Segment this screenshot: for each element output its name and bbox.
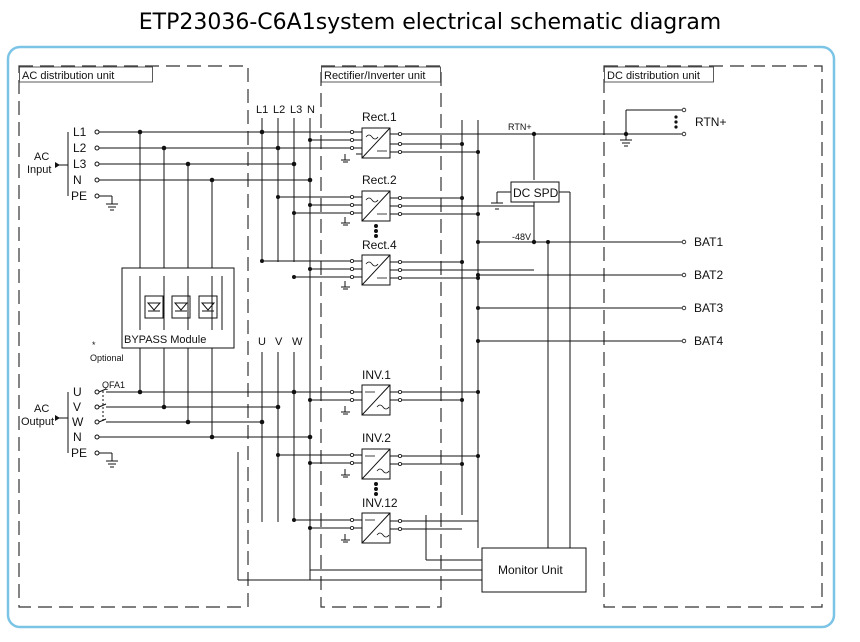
rect-4-label: Rect.4 xyxy=(362,238,397,252)
rtn-output-label: RTN+ xyxy=(695,115,726,129)
ac-output-label-2: Output xyxy=(21,416,54,428)
dc-spd-box xyxy=(510,181,560,203)
bus-label-u: U xyxy=(258,336,266,348)
dc-distribution-unit-label: DC distribution unit xyxy=(607,70,700,82)
ac-input-pe: PE xyxy=(71,189,87,203)
bus-label-l2: L2 xyxy=(273,104,285,116)
bypass-optional-note: Optional xyxy=(90,353,124,363)
ac-distribution-unit-label: AC distribution unit xyxy=(22,70,114,82)
bat2-label: BAT2 xyxy=(694,268,723,282)
ac-distribution-box xyxy=(18,65,249,608)
dc-distribution-box xyxy=(603,65,823,608)
rectifier-4: Rect.4 xyxy=(361,238,397,286)
rtn-bus-tag: RTN+ xyxy=(508,122,532,132)
inv-12-label: INV.12 xyxy=(362,496,398,510)
ac-output-n: N xyxy=(73,430,82,444)
dc-spd-label: DC SPD xyxy=(513,186,559,200)
ac-output-pe: PE xyxy=(71,446,87,460)
ac-input-l3: L3 xyxy=(73,157,87,171)
outer-frame xyxy=(6,45,836,629)
rect-1-label: Rect.1 xyxy=(362,110,397,124)
bus-label-l1: L1 xyxy=(256,104,268,116)
rectifier-inverter-box xyxy=(320,65,442,608)
ac-input-label-2: Input xyxy=(27,164,51,176)
ac-input-n: N xyxy=(73,173,82,187)
bus-label-l3: L3 xyxy=(290,104,302,116)
inverter-2: INV.2 xyxy=(361,431,391,480)
inv-1-label: INV.1 xyxy=(362,368,391,382)
bypass-module-label: BYPASS Module xyxy=(124,334,206,346)
breaker-qfa1: QFA1 xyxy=(102,380,125,390)
ac-output-w: W xyxy=(72,415,84,429)
page-title: ETP23036-C6A1system electrical schematic… xyxy=(138,10,722,35)
ac-input-l2: L2 xyxy=(73,141,87,155)
inv-2-label: INV.2 xyxy=(362,431,391,445)
ac-input-label-1: AC xyxy=(34,151,49,163)
ac-output-u: U xyxy=(73,385,82,399)
monitor-unit-box xyxy=(481,547,587,593)
bypass-note-mark: * xyxy=(92,340,96,350)
rectifier-2: Rect.2 xyxy=(361,173,397,222)
ac-output-terminal-labels: U V W N PE xyxy=(71,385,87,460)
ac-input-terminal-labels: L1 L2 L3 N PE xyxy=(71,125,87,203)
inverter-12: INV.12 xyxy=(361,496,398,544)
ac-output-label-1: AC xyxy=(34,403,49,415)
ac-output-v: V xyxy=(73,400,81,414)
inverter-1: INV.1 xyxy=(361,368,391,416)
rect-2-label: Rect.2 xyxy=(362,173,397,187)
bat1-label: BAT1 xyxy=(694,235,723,249)
rectifier-inverter-unit-label: Rectifier/Inverter unit xyxy=(324,70,425,82)
bat4-label: BAT4 xyxy=(694,334,723,348)
bus-label-w: W xyxy=(292,336,303,348)
bus-label-v: V xyxy=(275,336,283,348)
bus-label-n: N xyxy=(307,104,315,116)
rectifier-1: Rect.1 xyxy=(361,110,397,159)
neg48v-bus-tag: -48V xyxy=(512,232,531,242)
bypass-module xyxy=(121,267,235,349)
ac-input-l1: L1 xyxy=(73,125,87,139)
monitor-unit-label: Monitor Unit xyxy=(498,563,563,577)
bat3-label: BAT3 xyxy=(694,301,723,315)
